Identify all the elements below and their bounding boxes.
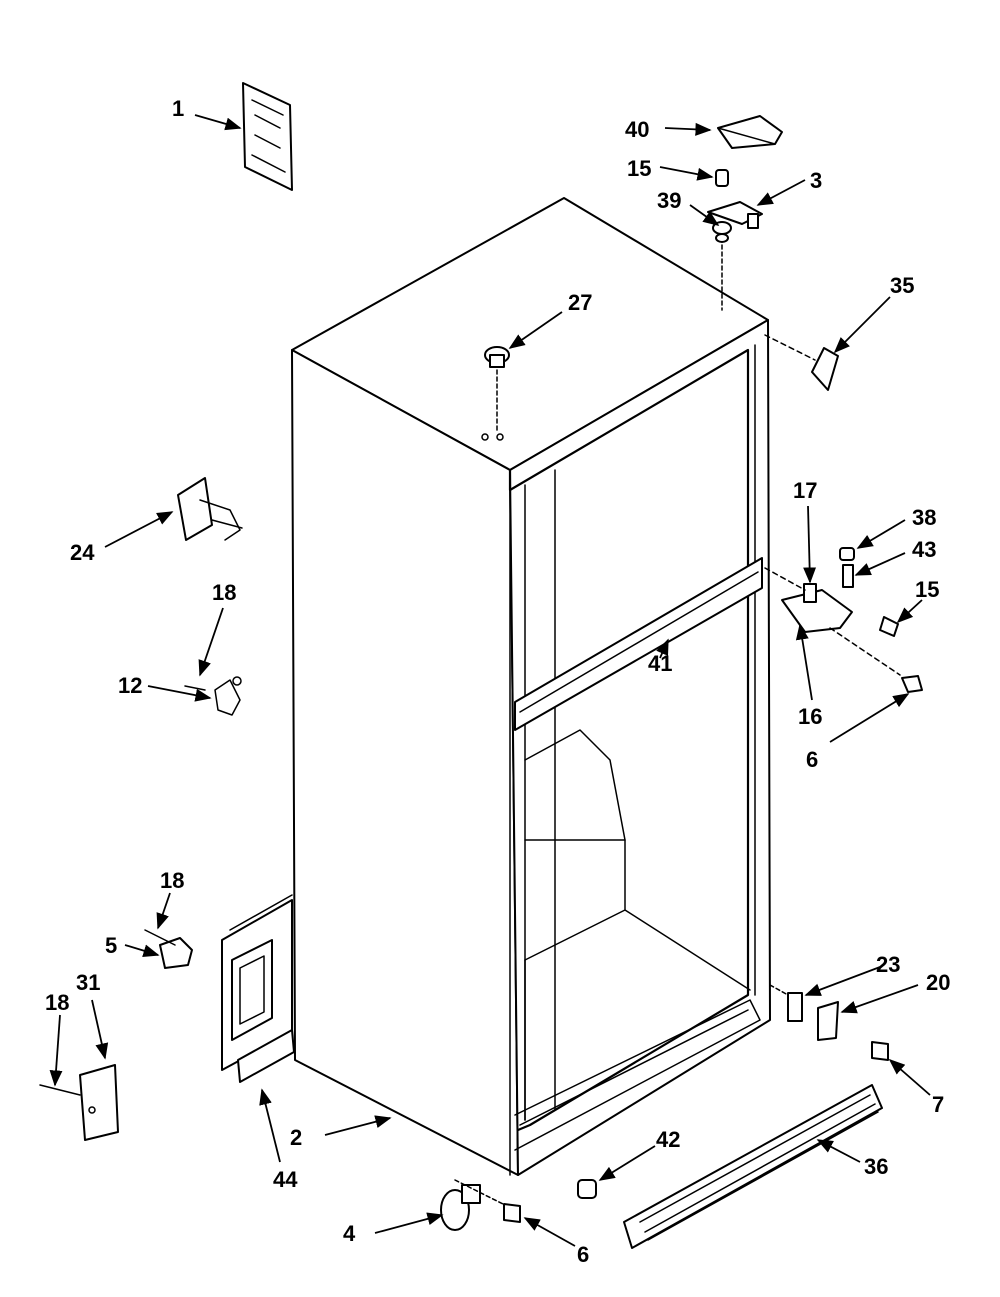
callout-35: 35 — [890, 273, 914, 298]
callout-38: 38 — [912, 505, 936, 530]
callout-36: 36 — [864, 1154, 888, 1179]
leader-lines — [49, 114, 931, 1247]
door-stop-part — [144, 929, 193, 969]
hinge-pin-cover-part — [764, 334, 839, 391]
hinge-cover-part — [717, 115, 783, 149]
callout-6-bottom: 6 — [577, 1242, 589, 1267]
callout-24: 24 — [70, 540, 95, 565]
hinge-cover-bottom-part — [39, 1064, 119, 1141]
grille-clip-part — [577, 1179, 597, 1199]
callout-16: 16 — [798, 704, 822, 729]
callout-40: 40 — [625, 117, 649, 142]
leveling-bracket-part — [184, 676, 242, 716]
callout-23: 23 — [876, 952, 900, 977]
callout-labels: 1 40 15 3 39 27 35 24 18 12 17 38 43 15 … — [45, 96, 950, 1267]
bottom-hinge-part — [769, 984, 889, 1061]
callout-18-left: 18 — [45, 990, 69, 1015]
callout-27: 27 — [568, 290, 592, 315]
callout-12: 12 — [118, 673, 142, 698]
top-hinge-part — [707, 169, 763, 311]
callout-15-mid: 15 — [915, 577, 939, 602]
access-panel-part — [221, 894, 295, 1083]
cabinet-plug-part — [481, 346, 510, 441]
callout-20: 20 — [926, 970, 950, 995]
base-grille-part — [623, 1084, 883, 1249]
callout-41: 41 — [648, 651, 672, 676]
rating-label-part — [242, 82, 293, 191]
callout-5: 5 — [105, 933, 117, 958]
callout-7: 7 — [932, 1092, 944, 1117]
callout-6-mid: 6 — [806, 747, 818, 772]
roller-part — [440, 1179, 521, 1231]
cabinet-body — [291, 197, 771, 1176]
callout-44: 44 — [273, 1167, 298, 1192]
callout-42: 42 — [656, 1127, 680, 1152]
callout-17: 17 — [793, 478, 817, 503]
callout-3: 3 — [810, 168, 822, 193]
callout-2: 2 — [290, 1125, 302, 1150]
callout-15-top: 15 — [627, 156, 651, 181]
handle-bracket-part — [177, 477, 243, 541]
callout-4: 4 — [343, 1221, 356, 1246]
divider-rail — [514, 557, 763, 731]
callout-1: 1 — [172, 96, 184, 121]
callout-18-upper: 18 — [212, 580, 236, 605]
callout-43: 43 — [912, 537, 936, 562]
callout-31: 31 — [76, 970, 100, 995]
callout-18-lower: 18 — [160, 868, 184, 893]
center-hinge-part — [764, 547, 923, 693]
callout-39: 39 — [657, 188, 681, 213]
